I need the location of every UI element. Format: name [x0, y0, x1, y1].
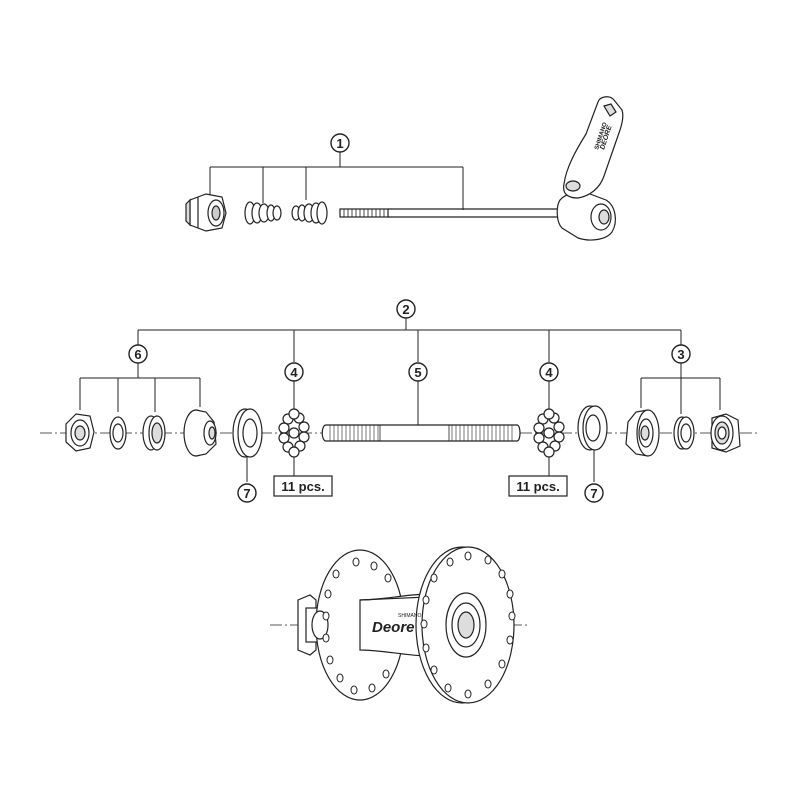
- callout-7-left: 7: [237, 457, 257, 503]
- left-cone: [183, 409, 217, 457]
- hub-body: SHIMANO Deore: [270, 546, 530, 704]
- hub-brand-maker: SHIMANO: [398, 613, 421, 619]
- callout-6-bracket: [79, 363, 201, 412]
- callout-2-number: 2: [402, 302, 409, 317]
- hub-brand-model: Deore: [372, 619, 415, 636]
- right-washer: [673, 416, 695, 450]
- axle-assembly: 2 6 3 4: [40, 299, 760, 503]
- callout-2: 2: [396, 299, 416, 319]
- callout-4-left-number: 4: [290, 365, 298, 380]
- skewer-thread: [339, 208, 389, 218]
- right-ball-bearings: [533, 408, 565, 458]
- hub-left-flange-holes: [322, 557, 392, 695]
- qty-left: 11 pcs.: [273, 457, 333, 497]
- hub-axle: [321, 424, 521, 442]
- quick-release-assembly: 1: [185, 96, 624, 241]
- hub-brand-logo: SHIMANO Deore: [372, 613, 421, 636]
- callout-3-number: 3: [677, 347, 684, 362]
- callout-4-right-number: 4: [545, 365, 553, 380]
- qty-right-label: 11 pcs.: [516, 479, 559, 494]
- right-dust-cap: [577, 405, 608, 451]
- callout-2-bracket: [137, 318, 682, 362]
- callout-3: 3: [671, 344, 691, 364]
- cam-lever: SHIMANO DEORE: [556, 96, 624, 241]
- callout-1: 1: [330, 133, 350, 153]
- hub-right-flange-holes: [420, 551, 516, 699]
- callout-5: 5: [408, 362, 428, 425]
- callout-3-bracket: [640, 363, 721, 414]
- left-dust-cap: [232, 408, 263, 458]
- left-lock-nut: [65, 413, 95, 452]
- callout-7-right-number: 7: [590, 486, 597, 501]
- spring-left: [244, 201, 282, 225]
- skewer-rod: [388, 208, 560, 218]
- left-ball-bearings: [278, 408, 310, 458]
- callout-6: 6: [128, 344, 148, 364]
- adjusting-nut: [185, 193, 227, 232]
- callout-6-number: 6: [134, 347, 141, 362]
- right-lock-nut: [710, 413, 741, 453]
- callout-5-number: 5: [414, 365, 421, 380]
- callout-4-right: 4: [539, 362, 559, 409]
- callout-1-bracket: [209, 152, 464, 210]
- hub-bearing-seat: [445, 592, 487, 658]
- callout-4-left: 4: [284, 362, 304, 409]
- qty-right: 11 pcs.: [508, 457, 568, 497]
- left-washer: [109, 416, 127, 450]
- callout-7-left-number: 7: [243, 486, 250, 501]
- callout-1-number: 1: [336, 136, 343, 151]
- callout-7-right: 7: [584, 450, 604, 503]
- spring-right: [291, 201, 328, 225]
- left-spacer: [142, 415, 166, 451]
- qty-left-label: 11 pcs.: [281, 479, 324, 494]
- right-cone: [625, 409, 660, 457]
